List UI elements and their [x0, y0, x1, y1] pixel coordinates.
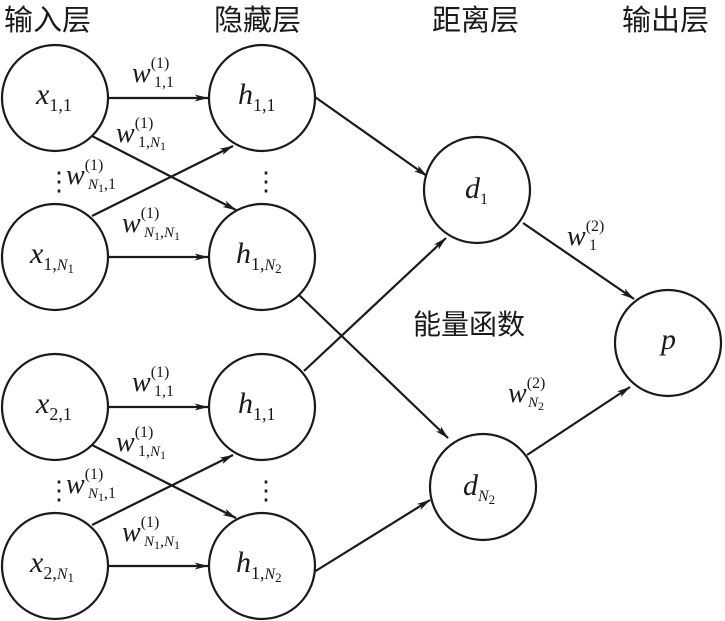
- edge-x11-h1N: [91, 135, 237, 211]
- svg-text:h1,1: h1,1: [238, 78, 276, 115]
- weight-label-w2-1: w(2)1: [567, 218, 604, 254]
- energy-function-label: 能量函数: [413, 308, 525, 341]
- node-p: p: [613, 288, 723, 398]
- ellipsis-input-2: ⋮: [46, 476, 72, 505]
- edges-distance-output: [522, 222, 635, 456]
- edge-x1N-h11: [91, 145, 234, 217]
- weight-label-wNN-branch2: w(1)N1,N1: [122, 514, 180, 552]
- ellipsis-input-1: ⋮: [46, 167, 72, 196]
- ellipsis-hidden-1: ⋮: [253, 167, 279, 196]
- node-x2N: x2,N1: [0, 511, 110, 621]
- edge-x21-h1N: [91, 444, 237, 519]
- node-d1: d1: [422, 135, 532, 245]
- node-h1N-branch1: h1,N2: [207, 202, 317, 312]
- weight-label-wN1-branch2: w(1)N1,1: [66, 466, 116, 504]
- edge-d1-p: [522, 222, 635, 300]
- node-x21: x2,1: [0, 352, 110, 462]
- layer-title-input: 输入层: [4, 3, 91, 37]
- edge-h1Nb-dN: [313, 499, 431, 573]
- svg-text:h1,1: h1,1: [238, 387, 276, 424]
- svg-text:x2,N1: x2,N1: [29, 546, 74, 585]
- svg-text:d1: d1: [465, 172, 488, 208]
- edge-h11b-d1: [303, 237, 447, 372]
- edge-x2N-h11: [91, 454, 234, 526]
- weight-label-wN1: w(1)N1,1: [66, 157, 116, 195]
- weight-label-w11: w(1)1,1: [132, 55, 174, 91]
- svg-text:dN2: dN2: [463, 469, 495, 507]
- svg-text:p: p: [659, 323, 676, 356]
- edge-h1Na-dN: [298, 294, 449, 439]
- edge-dN-p: [526, 386, 631, 456]
- layer-title-output: 输出层: [622, 3, 709, 37]
- edges-branch-2: [91, 403, 237, 570]
- svg-text:x2,1: x2,1: [35, 387, 72, 424]
- svg-text:x1,N1: x1,N1: [29, 237, 74, 276]
- layer-title-hidden: 隐藏层: [214, 3, 301, 37]
- weight-label-w11-branch2: w(1)1,1: [132, 364, 174, 400]
- svg-text:h1,N2: h1,N2: [236, 237, 282, 276]
- node-h11-branch1: h1,1: [207, 43, 317, 153]
- node-h11-branch2: h1,1: [207, 352, 317, 462]
- node-x11: x1,1: [0, 43, 110, 153]
- node-h1N-branch2: h1,N2: [207, 511, 317, 621]
- node-x1N: x1,N1: [0, 202, 110, 312]
- edges-branch-1: [91, 94, 237, 261]
- weight-label-w1N: w(1)1,N1: [116, 115, 166, 153]
- layer-title-distance: 距离层: [432, 3, 519, 37]
- svg-text:x1,1: x1,1: [35, 78, 72, 115]
- edges-hidden-distance: [298, 96, 449, 573]
- weight-label-w2-N: w(2)N2: [508, 375, 545, 413]
- weight-label-wNN: w(1)N1,N1: [122, 205, 180, 243]
- ellipsis-hidden-2: ⋮: [253, 476, 279, 505]
- weight-label-w1N-branch2: w(1)1,N1: [116, 424, 166, 462]
- node-dN: dN2: [428, 432, 538, 542]
- edge-h11a-d1: [314, 96, 428, 177]
- svg-text:h1,N2: h1,N2: [236, 546, 282, 585]
